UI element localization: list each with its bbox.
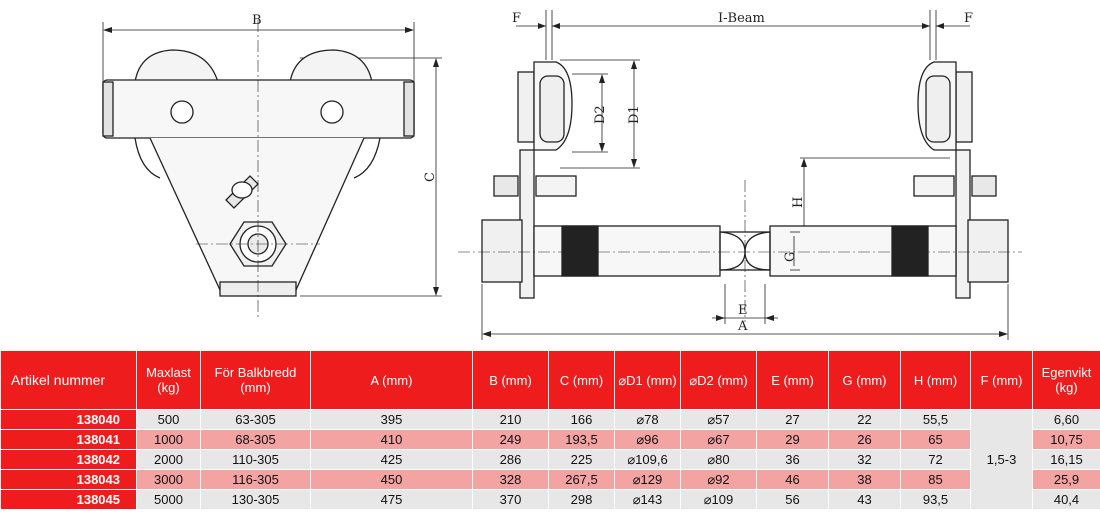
technical-drawing: B C (102, 10, 1022, 340)
cell-a: 410 (310, 429, 473, 450)
cell-d2: ⌀92 (680, 469, 757, 490)
header-d1: ⌀D1 (mm) (614, 350, 681, 410)
cell-a: 425 (310, 449, 473, 470)
table-row: 138040 500 63-305 395 210 166 ⌀78 ⌀57 27… (0, 409, 1100, 510)
cell-d2: ⌀80 (680, 449, 757, 470)
cell-c: 225 (548, 449, 615, 470)
cell-e: 29 (756, 429, 829, 450)
cell-d2: ⌀67 (680, 429, 757, 450)
header-e: E (mm) (756, 350, 829, 410)
dim-label-f-left: F (512, 11, 521, 26)
header-maxlast: Maxlast (kg) (136, 350, 201, 410)
cell-d1: ⌀78 (614, 409, 681, 430)
cell-g: 43 (828, 489, 901, 510)
cell-c: 193,5 (548, 429, 615, 450)
side-view (458, 10, 1022, 340)
cell-b: 249 (472, 429, 549, 450)
cell-f-merged: 1,5-3 (970, 409, 1033, 510)
front-view (102, 20, 442, 318)
cell-vikt: 25,9 (1032, 469, 1100, 490)
cell-balkbredd: 110-305 (200, 449, 311, 470)
table-row: 138042 2000 110-305 425 286 225 ⌀109,6 ⌀… (0, 449, 1100, 470)
header-b: B (mm) (472, 350, 549, 410)
cell-a: 450 (310, 469, 473, 490)
table-row: 138045 5000 130-305 475 370 298 ⌀143 ⌀10… (0, 489, 1100, 510)
cell-vikt: 16,15 (1032, 449, 1100, 470)
cell-b: 286 (472, 449, 549, 470)
cell-g: 22 (828, 409, 901, 430)
cell-vikt: 10,75 (1032, 429, 1100, 450)
header-g: G (mm) (828, 350, 901, 410)
trolley-drawing-svg: B C (102, 10, 1022, 340)
cell-h: 55,5 (900, 409, 971, 430)
cell-maxlast: 5000 (136, 489, 201, 510)
cell-g: 38 (828, 469, 901, 490)
cell-d1: ⌀143 (614, 489, 681, 510)
cell-b: 370 (472, 489, 549, 510)
cell-maxlast: 1000 (136, 429, 201, 450)
cell-g: 32 (828, 449, 901, 470)
cell-b: 328 (472, 469, 549, 490)
dim-label-d1: D1 (627, 105, 642, 124)
header-h: H (mm) (900, 350, 971, 410)
cell-d1: ⌀109,6 (614, 449, 681, 470)
table-header-row: Artikel nummer Maxlast (kg) För Balkbred… (0, 350, 1100, 410)
dim-label-i-beam: I-Beam (718, 11, 765, 26)
dim-label-h: H (791, 197, 806, 208)
dim-label-g: G (783, 252, 798, 262)
cell-maxlast: 3000 (136, 469, 201, 490)
cell-h: 93,5 (900, 489, 971, 510)
cell-a: 475 (310, 489, 473, 510)
cell-balkbredd: 130-305 (200, 489, 311, 510)
cell-e: 46 (756, 469, 829, 490)
table-row: 138043 3000 116-305 450 328 267,5 ⌀129 ⌀… (0, 469, 1100, 490)
cell-artikel: 138042 (0, 449, 137, 470)
dim-label-b: B (252, 13, 262, 28)
cell-balkbredd: 63-305 (200, 409, 311, 430)
dim-label-e: E (738, 303, 748, 318)
cell-c: 166 (548, 409, 615, 430)
cell-e: 56 (756, 489, 829, 510)
dim-label-d2: D2 (593, 105, 608, 124)
cell-h: 72 (900, 449, 971, 470)
cell-balkbredd: 116-305 (200, 469, 311, 490)
cell-c: 298 (548, 489, 615, 510)
cell-e: 36 (756, 449, 829, 470)
dim-label-a: A (737, 319, 748, 334)
cell-vikt: 40,4 (1032, 489, 1100, 510)
dim-label-f-right: F (964, 11, 973, 26)
table-row: 138041 1000 68-305 410 249 193,5 ⌀96 ⌀67… (0, 429, 1100, 450)
header-a: A (mm) (310, 350, 473, 410)
cell-g: 26 (828, 429, 901, 450)
cell-d1: ⌀129 (614, 469, 681, 490)
spec-table: Artikel nummer Maxlast (kg) För Balkbred… (0, 350, 1100, 510)
cell-artikel: 138041 (0, 429, 137, 450)
cell-d2: ⌀109 (680, 489, 757, 510)
cell-h: 65 (900, 429, 971, 450)
header-f: F (mm) (970, 350, 1033, 410)
header-vikt: Egenvikt (kg) (1032, 350, 1100, 410)
cell-c: 267,5 (548, 469, 615, 490)
header-balkbredd: För Balkbredd (mm) (200, 350, 311, 410)
header-c: C (mm) (548, 350, 615, 410)
cell-artikel: 138043 (0, 469, 137, 490)
cell-b: 210 (472, 409, 549, 430)
cell-artikel: 138040 (0, 409, 137, 430)
dim-label-c: C (423, 172, 438, 182)
cell-e: 27 (756, 409, 829, 430)
cell-vikt: 6,60 (1032, 409, 1100, 430)
cell-h: 85 (900, 469, 971, 490)
cell-a: 395 (310, 409, 473, 430)
header-artikel: Artikel nummer (0, 350, 137, 410)
cell-d2: ⌀57 (680, 409, 757, 430)
header-d2: ⌀D2 (mm) (680, 350, 757, 410)
cell-maxlast: 500 (136, 409, 201, 430)
cell-balkbredd: 68-305 (200, 429, 311, 450)
cell-maxlast: 2000 (136, 449, 201, 470)
cell-artikel: 138045 (0, 489, 137, 510)
cell-d1: ⌀96 (614, 429, 681, 450)
